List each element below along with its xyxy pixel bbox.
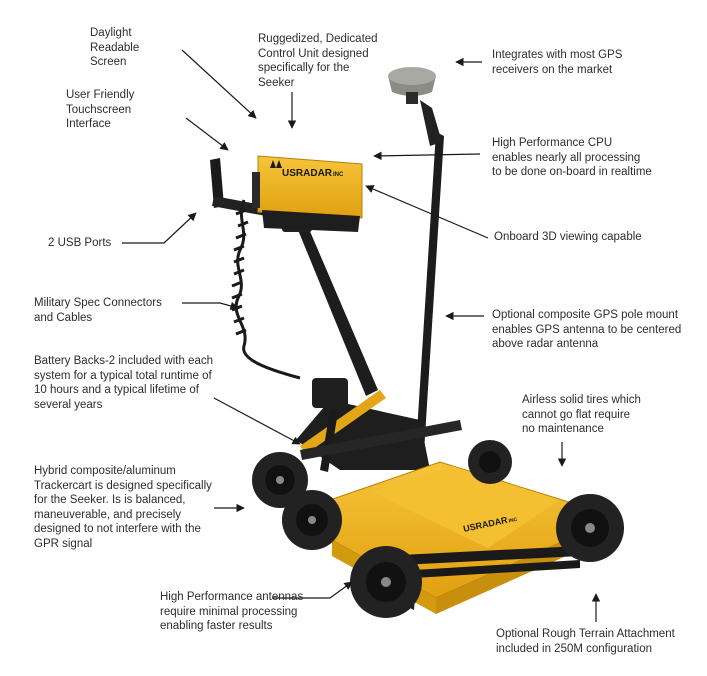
cart-frame [296, 378, 462, 472]
arrow-onboard3d [365, 185, 489, 239]
arrow-daylight [181, 49, 257, 119]
arrow-antennas [272, 581, 353, 599]
wheel-front-right [350, 546, 422, 618]
wheel-front-left [252, 452, 308, 508]
control-unit: USRADARINC [252, 155, 363, 232]
arrow-touch [185, 117, 229, 151]
callout-rough-terrain: Optional Rough Terrain Attachment includ… [496, 628, 675, 655]
handle-bar [210, 158, 378, 396]
gps-receiver-dome [388, 67, 436, 104]
callout-trackercart: Hybrid composite/aluminum Trackercart is… [34, 465, 212, 550]
wheel-back-center [468, 440, 512, 484]
arrow-usb [122, 212, 197, 244]
callout-daylight-screen: Daylight Readable Screen [90, 27, 140, 68]
wheel-rear-right [556, 494, 624, 562]
callout-touchscreen: User Friendly Touchscreen Interface [66, 89, 135, 130]
arrow-battery [213, 397, 301, 445]
svg-text:USRADARINC: USRADARINC [282, 168, 344, 179]
callout-ruggedized-control-unit: Ruggedized, Dedicated Control Unit desig… [258, 33, 378, 89]
callout-gps-receivers: Integrates with most GPS receivers on th… [492, 49, 623, 76]
callout-antennas: High Performance antennas require minima… [160, 591, 304, 632]
coiled-cable [231, 199, 301, 380]
callout-military-connectors: Military Spec Connectors and Cables [34, 297, 162, 324]
callout-usb-ports: 2 USB Ports [48, 237, 112, 249]
arrow-military [182, 301, 239, 311]
callout-onboard-3d: Onboard 3D viewing capable [494, 231, 642, 243]
wheel-rear-left [282, 490, 342, 550]
arrow-cpu [373, 151, 481, 161]
callout-battery: Battery Backs-2 included with each syste… [34, 355, 213, 411]
callout-cpu: High Performance CPU enables nearly all … [492, 137, 652, 178]
callout-gps-pole-mount: Optional composite GPS pole mount enable… [492, 309, 682, 350]
callout-airless-tires: Airless solid tires which cannot go flat… [522, 394, 641, 435]
